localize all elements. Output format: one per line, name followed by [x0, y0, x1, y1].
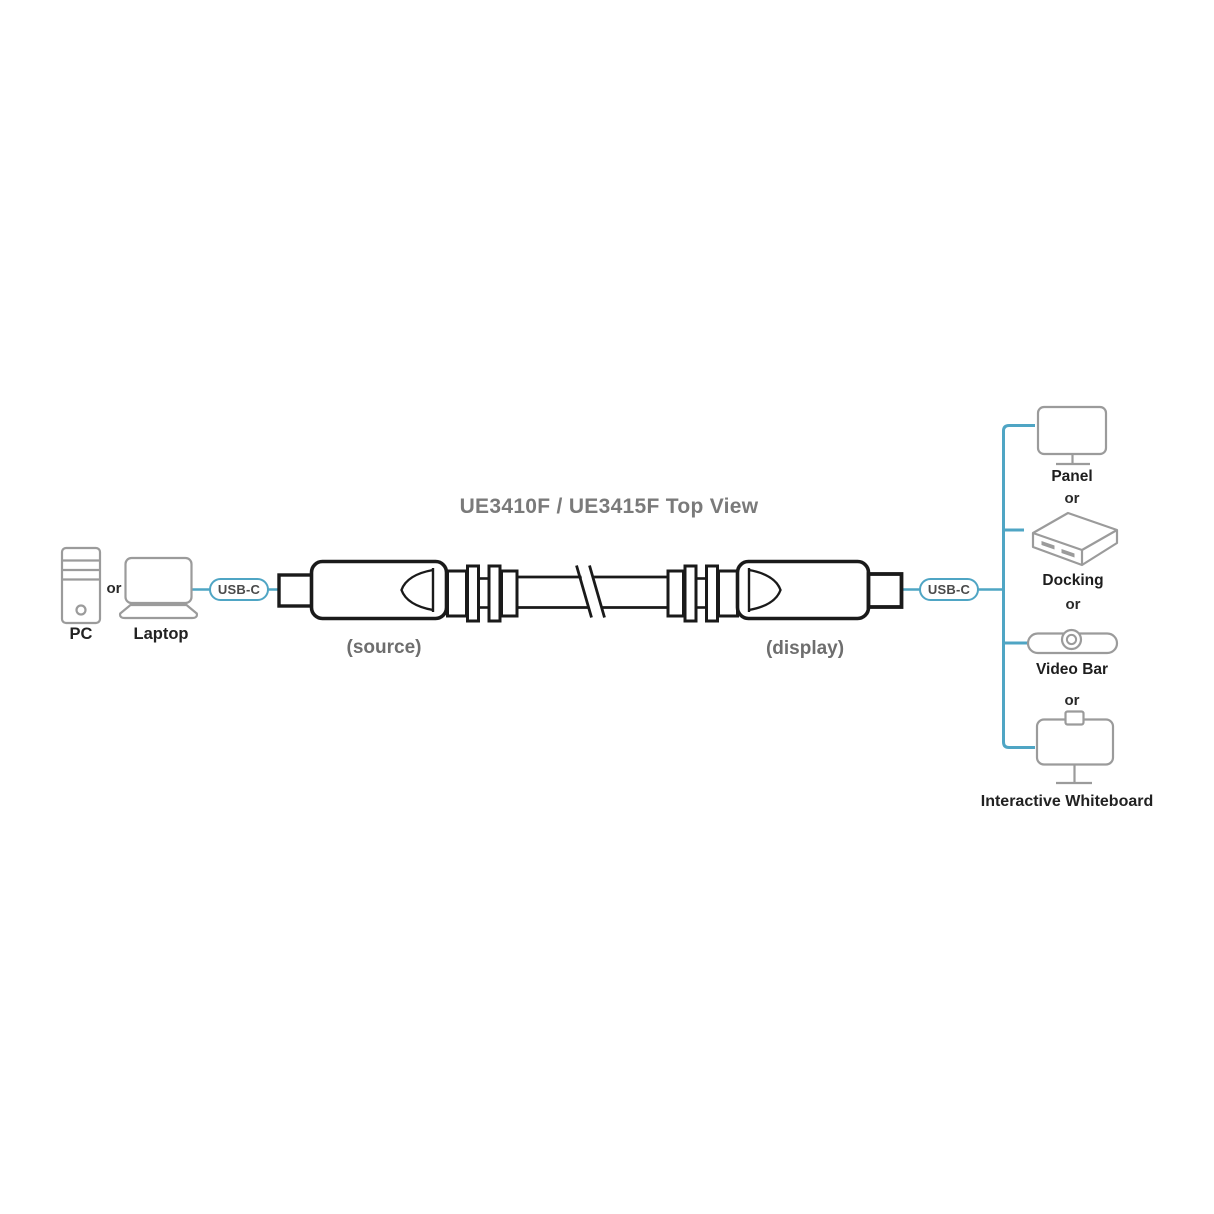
or-label-1: or	[1064, 490, 1080, 507]
or-label-3: or	[1064, 692, 1080, 709]
cable-break-mark	[575, 565, 593, 618]
pc-label: PC	[69, 625, 93, 643]
usbc-cable	[277, 559, 904, 623]
video-bar-icon	[1026, 628, 1119, 655]
display-end-label: (display)	[765, 638, 845, 659]
usbc-port-badge-source: USB-C	[209, 578, 269, 601]
device-label-whiteboard: Interactive Whiteboard	[980, 793, 1154, 810]
cable-connector-left	[309, 559, 449, 621]
docking-station-icon	[1031, 511, 1119, 567]
cable-plug-left	[277, 573, 314, 608]
laptop-label: Laptop	[133, 625, 189, 643]
diagram-title: UE3410F / UE3415F Top View	[459, 495, 759, 518]
connector-tip-mark-right	[747, 568, 782, 612]
usbc-port-badge-display: USB-C	[919, 578, 979, 601]
laptop-icon	[118, 556, 199, 620]
usbc-port-badge-source-text: USB-C	[217, 582, 261, 597]
usbc-port-badge-display-text: USB-C	[927, 582, 971, 597]
device-label-panel: Panel	[1051, 468, 1093, 485]
or-label-left: or	[106, 580, 122, 597]
source-end-label: (source)	[346, 637, 422, 658]
interactive-whiteboard-icon	[1035, 710, 1115, 785]
or-label-2: or	[1065, 596, 1081, 613]
device-label-videobar: Video Bar	[1035, 661, 1109, 678]
panel-monitor-icon	[1036, 405, 1108, 466]
pc-tower-icon	[60, 546, 102, 625]
device-branch-trunk	[1002, 424, 1035, 749]
cable-plug-right	[866, 572, 904, 609]
device-label-docking: Docking	[1042, 572, 1104, 589]
connector-tip-mark-left	[400, 568, 435, 612]
cable-connector-right	[735, 559, 871, 621]
